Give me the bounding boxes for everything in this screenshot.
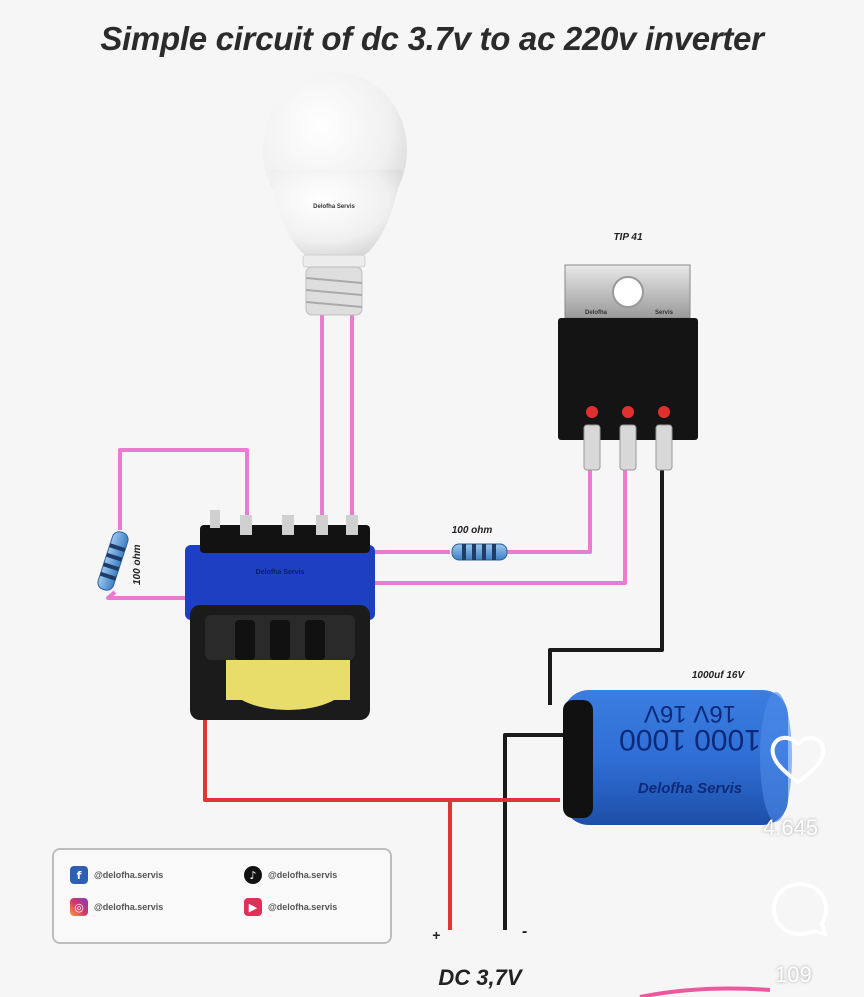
decorative-flourish — [639, 986, 771, 997]
minus-sign: - — [522, 923, 527, 940]
capacitor-print-mid: 1000 1000 — [619, 723, 761, 756]
transistor-brand-left: Delofha — [585, 310, 608, 316]
ferrite-transformer: Delofha Servis — [185, 510, 375, 720]
social-youtube: ▶ @delofha.servis — [244, 898, 337, 916]
facebook-icon: f — [70, 866, 88, 884]
tiktok-icon: ♪ — [244, 866, 262, 884]
capacitor-print-top: 16V 16V — [644, 700, 736, 727]
instagram-icon: ◎ — [70, 898, 88, 916]
electrolytic-capacitor: 1000uf 16V 16V 16V 1000 1000 Delofha Ser… — [563, 670, 792, 825]
light-bulb: Delofha Servis — [263, 72, 407, 316]
bulb-screw-base — [305, 266, 363, 316]
transistor-leads — [583, 424, 673, 471]
social-handle: @delofha.servis — [94, 902, 164, 912]
resistor-right: 100 ohm — [451, 525, 508, 561]
social-handle: @delofha.servis — [268, 870, 338, 880]
plus-sign: + — [432, 927, 440, 943]
pink-wires — [106, 310, 627, 600]
social-instagram: ◎ @delofha.servis — [70, 898, 163, 916]
page-title: Simple circuit of dc 3.7v to ac 220v inv… — [100, 20, 764, 57]
transformer-brand: Delofha Servis — [256, 569, 305, 576]
dc-voltage-label: DC 3,7V — [438, 965, 523, 990]
comment-bubble-icon[interactable] — [770, 880, 830, 940]
transistor-brand-right: Servis — [655, 310, 674, 316]
social-tiktok: ♪ @delofha.servis — [244, 866, 337, 884]
tip41-transistor: TIP 41 Delofha Servis — [558, 232, 698, 471]
like-count: 4.645 — [763, 815, 819, 840]
bulb-brand: Delofha Servis — [313, 204, 355, 210]
capacitor-label: 1000uf 16V — [692, 670, 746, 681]
social-handles-box: f @delofha.servis ♪ @delofha.servis ◎ @d… — [52, 848, 392, 944]
social-facebook: f @delofha.servis — [70, 866, 163, 884]
social-handle: @delofha.servis — [268, 902, 338, 912]
resistor-left-label: 100 ohm — [132, 544, 143, 585]
like-heart-icon[interactable] — [768, 732, 828, 787]
comment-count: 109 — [775, 962, 812, 987]
transistor-label: TIP 41 — [613, 232, 643, 243]
youtube-icon: ▶ — [244, 898, 262, 916]
resistor-left: 100 ohm — [97, 531, 143, 591]
social-handle: @delofha.servis — [94, 870, 164, 880]
capacitor-brand: Delofha Servis — [638, 780, 742, 797]
resistor-right-label: 100 ohm — [452, 525, 493, 536]
